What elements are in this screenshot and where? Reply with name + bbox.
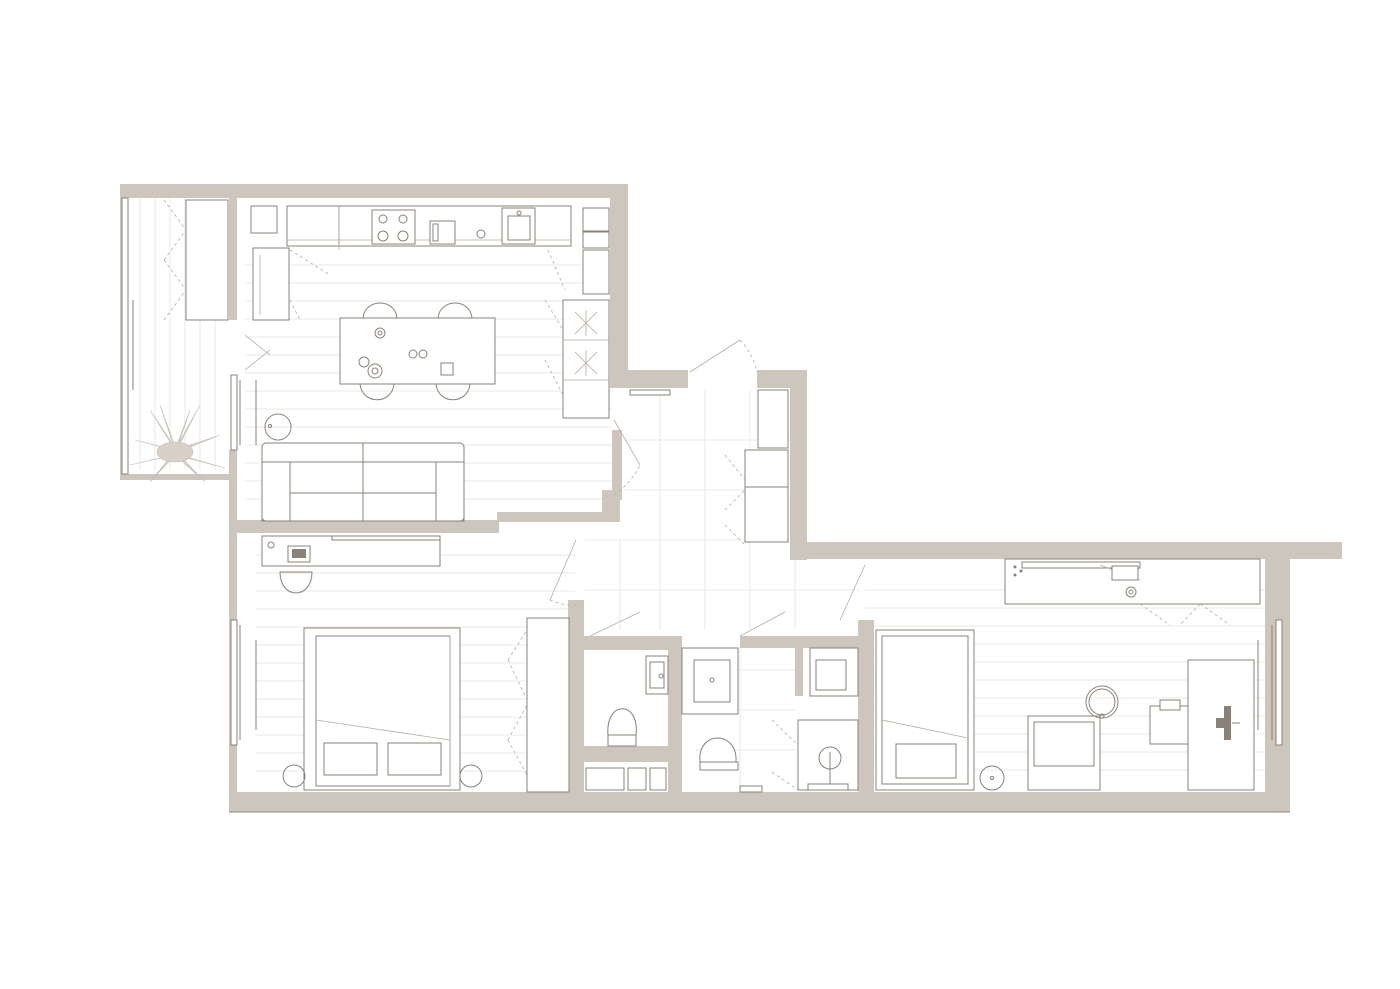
kitchen — [244, 205, 641, 522]
window-icon — [230, 374, 238, 451]
toilet-icon — [607, 708, 637, 747]
wardrobe — [744, 486, 789, 543]
windows — [121, 197, 1283, 746]
door-icon — [549, 539, 866, 637]
door-icon — [613, 419, 641, 496]
toilet-icon — [699, 737, 739, 771]
shower — [797, 719, 859, 791]
bed-icon — [875, 629, 975, 791]
window-icon — [230, 619, 238, 746]
kitchen-counter — [286, 205, 340, 247]
fridge — [252, 247, 290, 321]
desk-chair — [1149, 705, 1189, 745]
bed-icon — [303, 627, 461, 791]
monitor-icon — [1216, 706, 1240, 740]
bathroom — [681, 647, 859, 793]
hob-icon — [371, 209, 416, 245]
children-room — [875, 558, 1261, 791]
balcony-cabinet — [185, 199, 229, 321]
toilet-room — [585, 655, 669, 791]
door-icon — [689, 339, 758, 373]
window-icon — [1275, 619, 1283, 746]
balcony — [129, 199, 229, 483]
kitchen-island — [339, 317, 496, 385]
wardrobe — [526, 617, 570, 793]
hallway — [549, 339, 866, 637]
wardrobe — [744, 449, 789, 488]
sink-icon — [501, 207, 536, 245]
sofa-icon — [261, 442, 465, 522]
bedroom — [261, 535, 570, 793]
plant-icon — [129, 404, 226, 483]
kitchen-tall-unit — [250, 205, 278, 234]
window-icon — [121, 197, 129, 475]
bar-stools — [359, 302, 473, 401]
wardrobe — [757, 389, 789, 449]
